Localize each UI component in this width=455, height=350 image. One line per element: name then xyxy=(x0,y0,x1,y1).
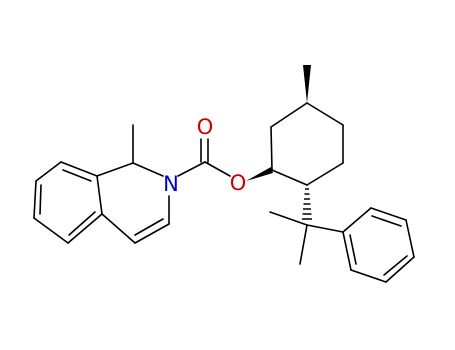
bond-c1-c8a xyxy=(96,162,134,177)
bond-ring-c5-c6 xyxy=(306,162,344,186)
bond-ph-6 xyxy=(342,231,352,271)
bond-ph-inner-3 xyxy=(349,234,357,265)
bond-cq-methyl-down xyxy=(299,224,308,265)
atom-label-n: N xyxy=(163,172,179,196)
bond-ph-2 xyxy=(370,207,407,221)
bond-benzo-3 xyxy=(96,175,103,215)
bond-ring-c6-c1 xyxy=(271,169,308,186)
bond-benzo-6 xyxy=(33,180,37,219)
bond-benzo-2 xyxy=(60,161,98,177)
phenyl-ring xyxy=(342,207,415,283)
bond-ph-inner-1 xyxy=(371,215,402,227)
atom-carbonyl-oxygen: O xyxy=(197,115,214,139)
carbamate-group xyxy=(177,138,231,177)
bond-c4-c4a xyxy=(101,213,136,244)
bond-ring-c2-c3 xyxy=(270,102,308,128)
bond-cq-phenyl xyxy=(306,224,344,233)
bond-benzo-inner-3 xyxy=(39,184,42,215)
dihydro-ring xyxy=(96,124,170,244)
atom-label-o-ester: O xyxy=(230,171,247,195)
bond-ph-5 xyxy=(350,269,387,283)
atom-nitrogen: N xyxy=(163,172,179,196)
cyclohexane-ring xyxy=(246,65,344,186)
bond-benzo-4 xyxy=(67,213,103,244)
benzo-ring xyxy=(33,161,103,244)
bond-cq-methyl-left xyxy=(269,211,308,226)
atom-label-o-carbonyl: O xyxy=(197,115,214,139)
bond-carbonyl-oester xyxy=(204,161,231,177)
bond-ph-3 xyxy=(405,219,415,258)
bond-oester-c1-wedge xyxy=(246,167,273,181)
bond-c3-methyl-wedge xyxy=(303,65,311,103)
bond-c6-cumyl-hash xyxy=(302,188,312,220)
bond-ph-inner-2 xyxy=(383,255,408,276)
bond-ring-c3-c4 xyxy=(306,102,344,126)
bond-c3-c4-double xyxy=(134,218,164,236)
bond-benzo-5 xyxy=(33,217,69,244)
cumyl-group xyxy=(269,211,344,265)
bond-ph-1 xyxy=(342,207,372,233)
bond-benzo-inner-2 xyxy=(68,211,96,236)
bond-c3-c4 xyxy=(134,223,170,244)
bond-benzo-1 xyxy=(35,161,62,182)
bond-ring-c1-c2 xyxy=(270,126,273,171)
bond-n-carbonyl xyxy=(177,161,206,177)
bond-c1-n xyxy=(132,162,164,177)
atom-ester-oxygen: O xyxy=(230,171,247,195)
bond-ph-4 xyxy=(385,256,415,283)
bond-benzo-inner-1 xyxy=(62,169,92,182)
